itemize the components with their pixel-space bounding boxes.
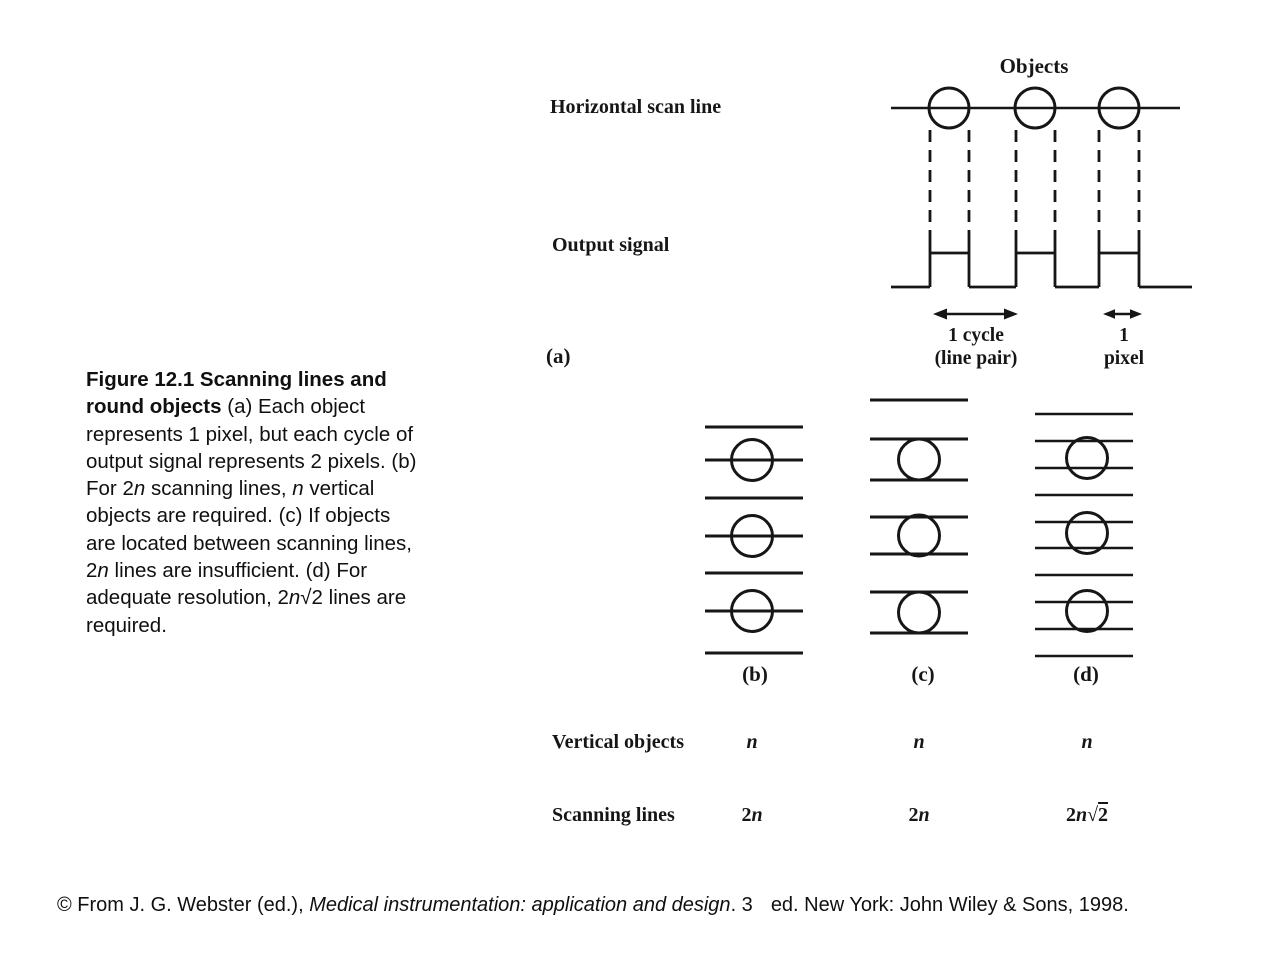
- panel-d-diagram: [1035, 412, 1133, 658]
- panel-b-label: (b): [742, 662, 768, 686]
- object-circle: [730, 438, 774, 482]
- scan-lines: [870, 398, 968, 635]
- object-circle: [927, 86, 971, 130]
- figure-caption: Figure 12.1 Scanning lines and round obj…: [86, 368, 417, 637]
- pixel-arrow: [1103, 309, 1142, 319]
- scan-lines: [1035, 412, 1133, 658]
- object-circles: [730, 438, 774, 633]
- vertical-objects-value-d: n: [1081, 731, 1093, 753]
- panel-c-label: (c): [911, 662, 935, 686]
- scanning-lines-value-b: 2n: [741, 804, 763, 826]
- output-signal-waveform: [891, 232, 1192, 289]
- projection-dashed-lines: [928, 130, 1141, 232]
- object-circles: [927, 86, 1141, 130]
- object-circle: [1065, 436, 1109, 480]
- scan-lines: [705, 425, 803, 655]
- vertical-objects-row-label: Vertical objects: [552, 731, 684, 753]
- object-circle: [730, 514, 774, 558]
- object-circle: [897, 513, 941, 558]
- cycle-arrow-label: 1 cycle (line pair): [934, 325, 1018, 369]
- horizontal-scan-line-label: Horizontal scan line: [550, 96, 722, 118]
- object-circle: [1065, 511, 1109, 555]
- scanning-lines-value-c: 2n: [908, 804, 930, 826]
- object-circles: [1065, 436, 1109, 633]
- output-signal-label: Output signal: [552, 234, 670, 256]
- object-circle: [1097, 86, 1141, 130]
- vertical-objects-value-b: n: [746, 731, 758, 753]
- object-circle: [897, 590, 941, 635]
- panel-b-diagram: [705, 425, 803, 655]
- pixel-arrow-label: 1 pixel: [1103, 325, 1145, 369]
- panel-a-label: (a): [546, 344, 571, 368]
- object-circle: [730, 589, 774, 633]
- objects-label: Objects: [999, 54, 1069, 78]
- object-circle: [897, 437, 941, 482]
- panel-d-label: (d): [1073, 662, 1099, 686]
- cycle-arrow: [933, 308, 1018, 320]
- source-citation: © From J. G. Webster (ed.), Medical inst…: [57, 894, 1129, 916]
- object-circle: [1013, 86, 1057, 130]
- object-circles: [897, 437, 941, 635]
- object-circle: [1065, 589, 1109, 633]
- scanning-lines-row-label: Scanning lines: [552, 804, 675, 826]
- panel-a-diagram: [891, 86, 1192, 320]
- panel-c-diagram: [870, 398, 968, 635]
- scanning-lines-value-d: 2n√2: [1065, 804, 1109, 826]
- vertical-objects-value-c: n: [913, 731, 925, 753]
